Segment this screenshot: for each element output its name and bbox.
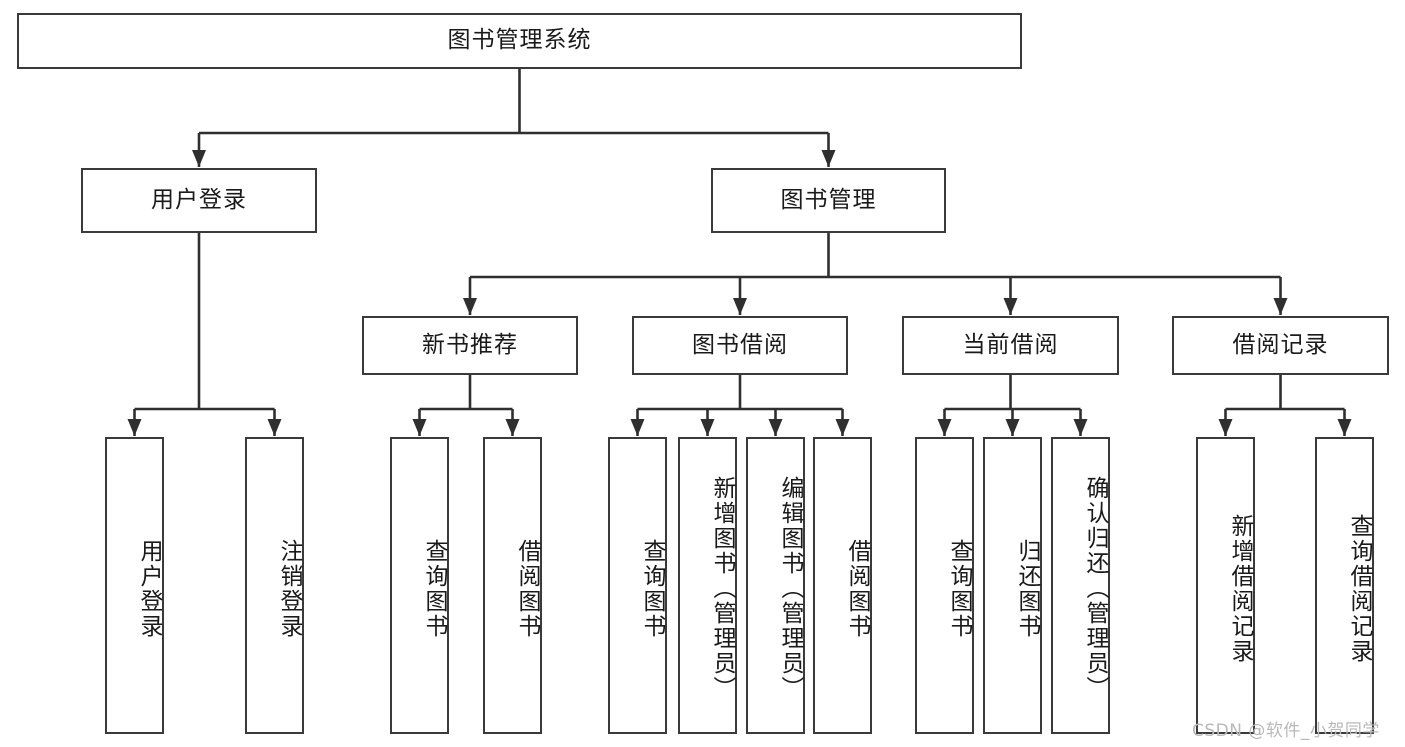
- leaf-node-借阅图书[interactable]: 借阅图书: [483, 437, 542, 734]
- node-label: 图书管理: [780, 186, 877, 213]
- node-label: 新增图书（管理员）: [709, 476, 735, 701]
- node-label: 当前借阅: [962, 331, 1059, 358]
- leaf-node-借阅图书[interactable]: 借阅图书: [813, 437, 872, 734]
- node-label: 确认归还（管理员）: [1082, 476, 1108, 701]
- leaf-node-用户登录[interactable]: 用户登录: [105, 437, 164, 734]
- leaf-node-查询借阅记录[interactable]: 查询借阅记录: [1315, 437, 1374, 734]
- leaf-node-查询图书[interactable]: 查询图书: [915, 437, 974, 734]
- node-label: 图书借阅: [692, 331, 788, 358]
- leaf-node-归还图书[interactable]: 归还图书: [983, 437, 1042, 734]
- branch-node-新书推荐[interactable]: 新书推荐: [362, 316, 578, 375]
- branch-node-借阅记录[interactable]: 借阅记录: [1172, 316, 1389, 375]
- branch-node-图书借阅[interactable]: 图书借阅: [632, 316, 848, 375]
- leaf-node-查询图书[interactable]: 查询图书: [390, 437, 449, 734]
- node-label: 查询图书: [946, 538, 972, 639]
- node-label: 查询图书: [421, 538, 447, 639]
- branch-node-图书管理[interactable]: 图书管理: [711, 168, 946, 233]
- node-label: 用户登录: [136, 538, 162, 639]
- root-node-图书管理系统[interactable]: 图书管理系统: [17, 13, 1022, 69]
- csdn-watermark: CSDN @软件_小贺同学: [1192, 721, 1380, 741]
- node-label: 借阅图书: [514, 538, 540, 639]
- node-label: 新书推荐: [422, 331, 518, 358]
- node-label: 注销登录: [276, 538, 302, 639]
- node-label: 借阅记录: [1232, 331, 1329, 358]
- leaf-node-新增图书管理员[interactable]: 新增图书（管理员）: [678, 437, 737, 734]
- leaf-node-注销登录[interactable]: 注销登录: [245, 437, 304, 734]
- node-label: 用户登录: [151, 186, 247, 213]
- leaf-node-查询图书[interactable]: 查询图书: [608, 437, 667, 734]
- branch-node-用户登录[interactable]: 用户登录: [81, 168, 317, 233]
- node-label: 新增借阅记录: [1227, 513, 1253, 664]
- leaf-node-新增借阅记录[interactable]: 新增借阅记录: [1196, 437, 1255, 734]
- node-label: 查询借阅记录: [1346, 513, 1372, 664]
- node-label: 查询图书: [639, 538, 665, 639]
- branch-node-当前借阅[interactable]: 当前借阅: [902, 316, 1119, 375]
- node-label: 归还图书: [1014, 538, 1040, 639]
- node-label: 图书管理系统: [447, 27, 592, 54]
- node-label: 编辑图书（管理员）: [777, 476, 803, 701]
- leaf-node-编辑图书管理员[interactable]: 编辑图书（管理员）: [746, 437, 805, 734]
- node-label: 借阅图书: [844, 538, 870, 639]
- leaf-node-确认归还管理员[interactable]: 确认归还（管理员）: [1051, 437, 1110, 734]
